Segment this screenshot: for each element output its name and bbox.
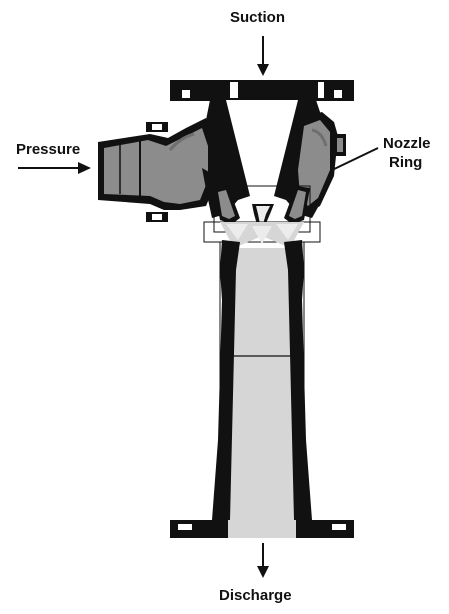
nozzle-left xyxy=(214,186,240,224)
pressure-arrow xyxy=(18,162,91,174)
nozzle-ring-label-line2: Ring xyxy=(389,154,423,171)
pressure-inlet xyxy=(98,118,224,222)
discharge-arrow xyxy=(257,543,269,578)
pressure-label: Pressure xyxy=(16,141,81,158)
discharge-flange xyxy=(170,520,354,538)
suction-arrow xyxy=(257,36,269,76)
nozzle-right xyxy=(284,186,310,224)
casting-shade xyxy=(168,132,195,151)
suction-flange xyxy=(170,80,354,101)
casting-shade xyxy=(311,128,328,147)
suction-label: Suction xyxy=(230,9,285,26)
discharge-label: Discharge xyxy=(219,587,292,604)
nozzle-ring-label-line1: Nozzle xyxy=(383,135,431,152)
jet-spray xyxy=(220,222,304,248)
diffuser-pipe xyxy=(212,240,312,520)
